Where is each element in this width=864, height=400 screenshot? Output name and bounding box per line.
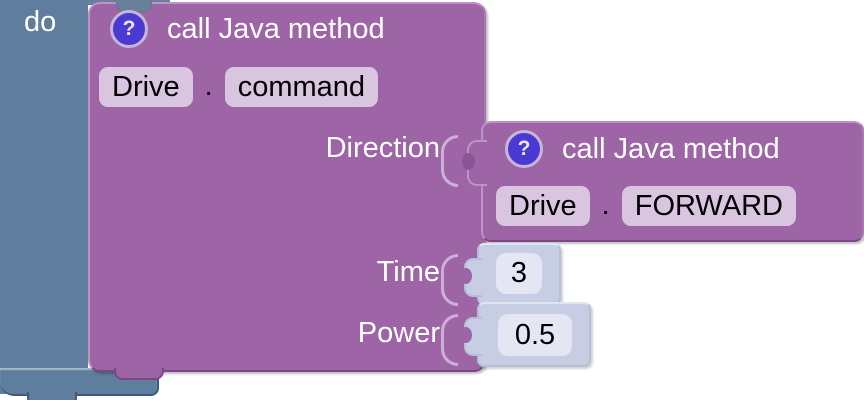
output-connector-plug [462,140,487,186]
input-socket-power [441,314,458,366]
number-block-power[interactable]: 0.5 [460,302,591,367]
call-java-method-block-forward[interactable]: ? call Java method Drive . FORWARD [462,121,864,242]
help-icon[interactable]: ? [505,130,543,168]
do-label: do [24,6,57,38]
number-block-time[interactable]: 3 [460,243,561,305]
help-icon[interactable]: ? [110,10,148,48]
param-label-direction: Direction [325,132,440,164]
plug-bite [460,327,472,343]
input-socket-direction [441,135,458,187]
object-dropdown-field[interactable]: Drive [99,67,193,107]
block-title: call Java method [562,132,780,165]
param-label-power: Power [357,317,440,349]
do-statement-next-connector [27,392,77,400]
object-dropdown-field[interactable]: Drive [496,186,590,226]
call-java-method-block-command[interactable]: ? call Java method Drive . command Direc… [88,2,486,380]
next-connector-tab [114,368,164,380]
number-input-field[interactable]: 3 [496,253,542,294]
method-dropdown-field[interactable]: command [224,67,379,107]
dot-separator: . [204,70,213,102]
plug-bite [460,268,472,284]
param-label-time: Time [376,256,440,288]
plug-bite [462,153,475,170]
output-connector-plug [460,258,482,297]
number-input-field[interactable]: 0.5 [498,314,572,356]
dot-separator: . [601,189,610,221]
output-connector-plug [460,317,482,356]
block-header: ? call Java method [505,129,780,169]
do-statement-block-body[interactable] [0,0,88,394]
method-dropdown-field[interactable]: FORWARD [621,186,796,226]
input-socket-time [441,254,458,306]
block-header: ? call Java method [110,9,385,49]
method-fields-row: Drive . FORWARD [496,185,796,227]
block-title: call Java method [167,12,385,45]
method-fields-row: Drive . command [99,66,379,108]
